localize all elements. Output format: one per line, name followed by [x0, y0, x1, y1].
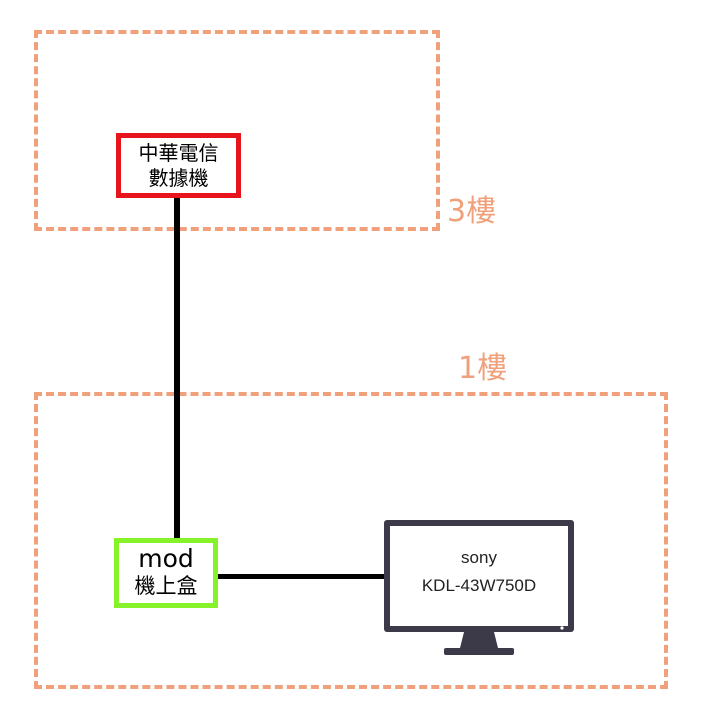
stb-label-line1: mod	[138, 544, 194, 573]
floor-3-zone	[34, 30, 440, 231]
stb-label-line2: 機上盒	[134, 574, 198, 598]
tv-power-led	[560, 626, 564, 630]
floor-3-label: 3樓	[447, 194, 497, 229]
tv-model: KDL-43W750D	[421, 576, 537, 595]
tv-monitor: sony KDL-43W750D	[384, 520, 574, 658]
modem-label-line2: 數據機	[148, 165, 209, 190]
tv-brand: sony	[461, 548, 497, 567]
floor-1-label: 1樓	[458, 351, 508, 386]
modem-box: 中華電信 數據機	[116, 133, 241, 198]
tv-stand-base	[444, 648, 514, 655]
modem-label-line1: 中華電信	[138, 140, 219, 165]
tv-neck	[460, 632, 498, 648]
floor-1-zone	[34, 392, 668, 689]
stb-to-tv-wire	[218, 574, 385, 579]
tv-monitor-icon	[384, 520, 574, 655]
set-top-box: mod 機上盒	[114, 538, 218, 608]
tv-screen	[390, 526, 568, 626]
modem-to-stb-wire	[174, 198, 180, 538]
